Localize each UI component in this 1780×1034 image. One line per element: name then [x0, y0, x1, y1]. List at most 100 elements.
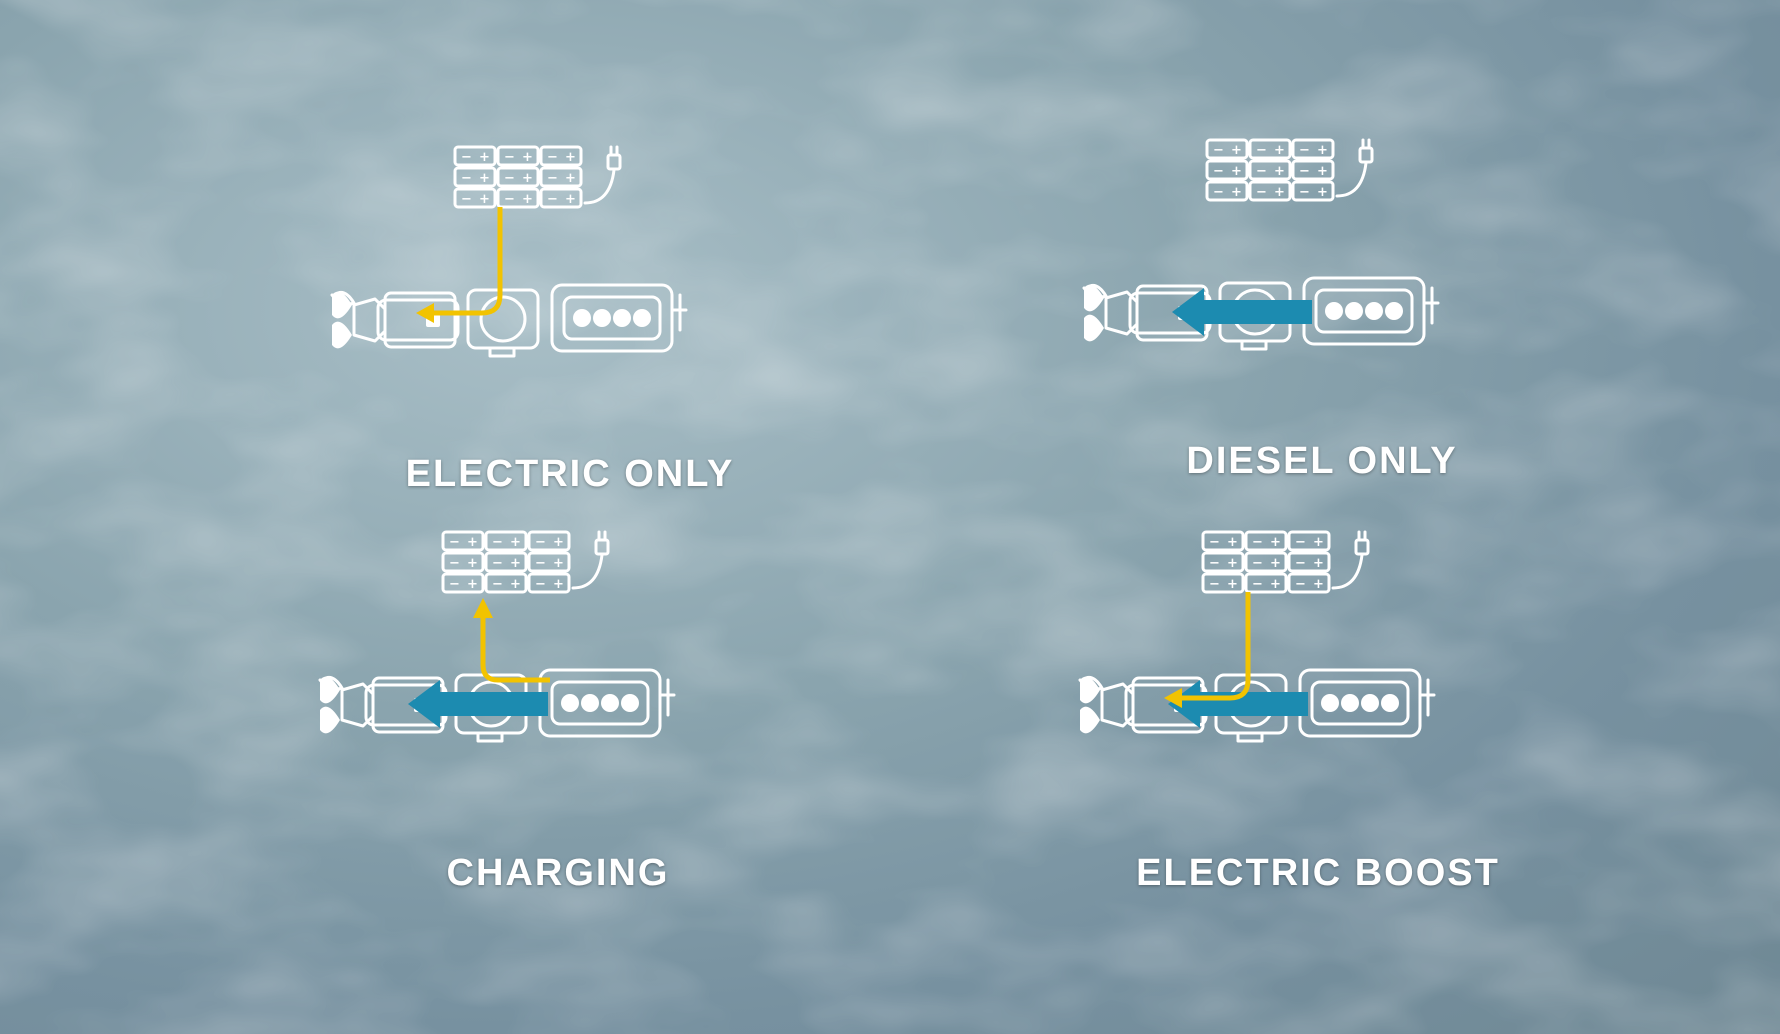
svg-text:−: − — [1213, 164, 1224, 179]
svg-text:−: − — [461, 171, 472, 186]
drivetrain-diagram: −+−+−+−+−+−+−+−+−+ — [318, 530, 676, 743]
svg-text:−: − — [1295, 556, 1306, 571]
svg-text:+: + — [1313, 556, 1324, 571]
drivetrain-diagram: −+−+−+−+−+−+−+−+−+ — [1078, 530, 1436, 743]
mode-panel-electric-boost: −+−+−+−+−+−+−+−+−+ ELECTRIC BOOST — [1078, 530, 1558, 894]
diesel-power-arrow — [408, 680, 548, 728]
svg-text:−: − — [504, 171, 515, 186]
diesel-engine-icon — [1298, 668, 1436, 738]
svg-text:+: + — [553, 535, 564, 550]
svg-text:−: − — [1295, 535, 1306, 550]
svg-text:−: − — [547, 150, 558, 165]
mode-label: ELECTRIC BOOST — [1136, 852, 1500, 894]
svg-text:+: + — [553, 556, 564, 571]
svg-text:+: + — [1231, 164, 1242, 179]
svg-text:+: + — [565, 150, 576, 165]
diesel-engine-icon — [1302, 276, 1440, 346]
battery-pack-icon: −+−+−+−+−+−+−+−+−+ — [1205, 138, 1335, 202]
svg-text:−: − — [449, 556, 460, 571]
svg-text:−: − — [1252, 577, 1263, 592]
svg-text:+: + — [479, 171, 490, 186]
svg-text:+: + — [467, 556, 478, 571]
svg-text:−: − — [547, 171, 558, 186]
svg-text:+: + — [510, 577, 521, 592]
mode-panel-diesel-only: −+−+−+−+−+−+−+−+−+ DIESEL ONLY — [1082, 138, 1562, 482]
svg-text:−: − — [1252, 556, 1263, 571]
svg-text:+: + — [1270, 535, 1281, 550]
svg-text:+: + — [1227, 556, 1238, 571]
mode-label: ELECTRIC ONLY — [405, 453, 735, 495]
electric-power-arrow — [473, 598, 550, 683]
svg-text:−: − — [1256, 143, 1267, 158]
svg-text:−: − — [504, 192, 515, 207]
propeller-icon — [330, 291, 460, 349]
svg-text:+: + — [565, 192, 576, 207]
svg-text:−: − — [535, 556, 546, 571]
mode-panel-electric-only: −+−+−+−+−+−+−+−+−+ ELECTRIC ONLY — [330, 145, 810, 495]
svg-text:+: + — [522, 171, 533, 186]
svg-text:+: + — [1317, 185, 1328, 200]
drivetrain-diagram: −+−+−+−+−+−+−+−+−+ — [1082, 138, 1440, 351]
svg-text:−: − — [1295, 577, 1306, 592]
battery-pack-icon: −+−+−+−+−+−+−+−+−+ — [453, 145, 583, 209]
svg-text:+: + — [1227, 577, 1238, 592]
svg-text:+: + — [1231, 143, 1242, 158]
plug-icon — [1331, 530, 1370, 590]
svg-text:+: + — [1270, 577, 1281, 592]
svg-text:−: − — [1299, 164, 1310, 179]
diesel-engine-icon — [550, 283, 688, 353]
svg-text:+: + — [467, 535, 478, 550]
svg-text:+: + — [1317, 164, 1328, 179]
svg-text:+: + — [522, 192, 533, 207]
svg-text:+: + — [467, 577, 478, 592]
svg-text:−: − — [1209, 577, 1220, 592]
svg-text:+: + — [1270, 556, 1281, 571]
svg-text:+: + — [510, 556, 521, 571]
battery-pack-icon: −+−+−+−+−+−+−+−+−+ — [1201, 530, 1331, 594]
svg-text:−: − — [1299, 185, 1310, 200]
mode-label: CHARGING — [446, 852, 670, 894]
battery-pack-icon: −+−+−+−+−+−+−+−+−+ — [441, 530, 571, 594]
svg-text:−: − — [492, 535, 503, 550]
svg-text:−: − — [492, 577, 503, 592]
svg-text:+: + — [565, 171, 576, 186]
svg-text:−: − — [1256, 164, 1267, 179]
svg-text:+: + — [1274, 164, 1285, 179]
svg-text:−: − — [1213, 143, 1224, 158]
svg-text:+: + — [1274, 185, 1285, 200]
svg-text:+: + — [1317, 143, 1328, 158]
svg-text:−: − — [1209, 535, 1220, 550]
electric-power-arrow — [1164, 592, 1251, 708]
svg-text:−: − — [461, 150, 472, 165]
svg-text:−: − — [492, 556, 503, 571]
diesel-engine-icon — [538, 668, 676, 738]
svg-text:+: + — [553, 577, 564, 592]
svg-text:−: − — [1252, 535, 1263, 550]
mode-panel-charging: −+−+−+−+−+−+−+−+−+ CHARGING — [318, 530, 798, 894]
svg-text:+: + — [1274, 143, 1285, 158]
svg-text:−: − — [535, 535, 546, 550]
svg-text:+: + — [479, 192, 490, 207]
svg-text:+: + — [522, 150, 533, 165]
plug-icon — [571, 530, 610, 590]
plug-icon — [583, 145, 622, 205]
svg-text:−: − — [449, 535, 460, 550]
svg-text:−: − — [1209, 556, 1220, 571]
svg-text:−: − — [461, 192, 472, 207]
svg-text:−: − — [547, 192, 558, 207]
drivetrain-diagram: −+−+−+−+−+−+−+−+−+ — [330, 145, 688, 358]
svg-text:−: − — [1213, 185, 1224, 200]
plug-icon — [1335, 138, 1374, 198]
svg-text:−: − — [449, 577, 460, 592]
diesel-power-arrow — [1172, 288, 1312, 336]
svg-text:+: + — [1313, 535, 1324, 550]
svg-text:−: − — [1256, 185, 1267, 200]
svg-text:+: + — [1227, 535, 1238, 550]
electric-power-arrow — [416, 207, 503, 323]
svg-text:+: + — [510, 535, 521, 550]
mode-label: DIESEL ONLY — [1186, 440, 1458, 482]
electric-motor-icon — [466, 288, 540, 358]
svg-text:−: − — [535, 577, 546, 592]
svg-text:+: + — [1313, 577, 1324, 592]
